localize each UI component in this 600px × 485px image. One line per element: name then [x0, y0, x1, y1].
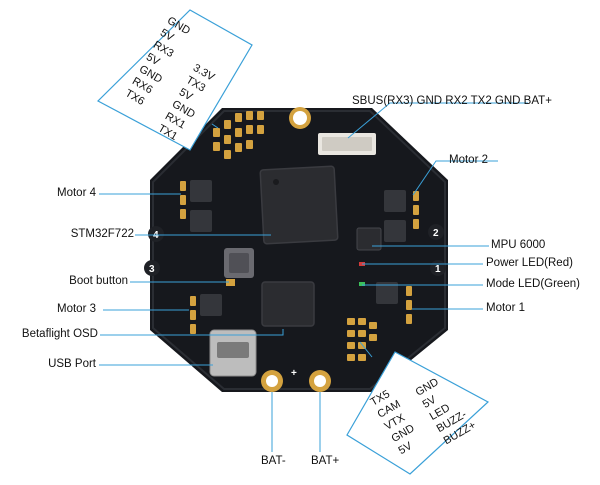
label-usb-port: USB Port: [48, 358, 96, 370]
mpu6000-chip: [356, 227, 382, 251]
board-body: [150, 108, 448, 392]
motor4-pads: [180, 181, 186, 219]
label-motor2: Motor 2: [449, 154, 488, 166]
stm32-chip: [259, 165, 339, 245]
osd-chip: [261, 281, 315, 327]
bat-pos-hole: [309, 370, 331, 392]
leader-osd: [100, 329, 284, 336]
motor1-number: 1: [435, 264, 441, 275]
bottom-right-pinout-box: TX5 CAM VTX GND 5V GND 5V LED BUZZ- BUZZ…: [346, 341, 490, 475]
boot-button-part: [224, 248, 254, 286]
bat-plus-mark: +: [291, 368, 297, 379]
label-motor3: Motor 3: [57, 303, 96, 315]
motor3-number: 3: [149, 264, 155, 275]
esc-mosfets: [190, 180, 406, 316]
label-motor4: Motor 4: [57, 187, 96, 199]
bottom-right-pads: [347, 318, 377, 361]
leader-motor2: [412, 160, 498, 196]
bat-neg-hole: [261, 370, 283, 392]
flight-controller-board: 4 3 2 1 +: [144, 107, 448, 392]
motor3-pads: [190, 296, 196, 334]
motor2-number: 2: [433, 228, 439, 239]
sbus-connector: [318, 133, 376, 155]
label-motor1: Motor 1: [486, 302, 525, 314]
label-mode-led: Mode LED(Green): [486, 278, 580, 290]
label-mpu6000: MPU 6000: [491, 239, 546, 251]
label-betaflight-osd: Betaflight OSD: [21, 328, 98, 340]
top-left-pads: [213, 111, 264, 159]
label-boot-button: Boot button: [69, 275, 128, 287]
motor2-pads: [413, 191, 419, 229]
label-power-led: Power LED(Red): [486, 257, 573, 269]
leader-sbus: [347, 102, 528, 139]
mode-led: [359, 282, 365, 286]
label-stm32: STM32F722: [70, 228, 134, 240]
label-bat-neg: BAT-: [261, 455, 286, 467]
label-sbus-row: SBUS(RX3) GND RX2 TX2 GND BAT+: [352, 95, 552, 107]
mount-hole-top-right: [289, 107, 311, 129]
motor1-pads: [406, 286, 412, 324]
top-left-pinout-box: GND 5V RX3 5V GND RX6 TX6 3.3V TX3 5V GN…: [96, 9, 253, 151]
usb-connector: [209, 329, 257, 377]
label-bat-pos: BAT+: [311, 455, 340, 467]
leader-lines: [99, 102, 528, 452]
